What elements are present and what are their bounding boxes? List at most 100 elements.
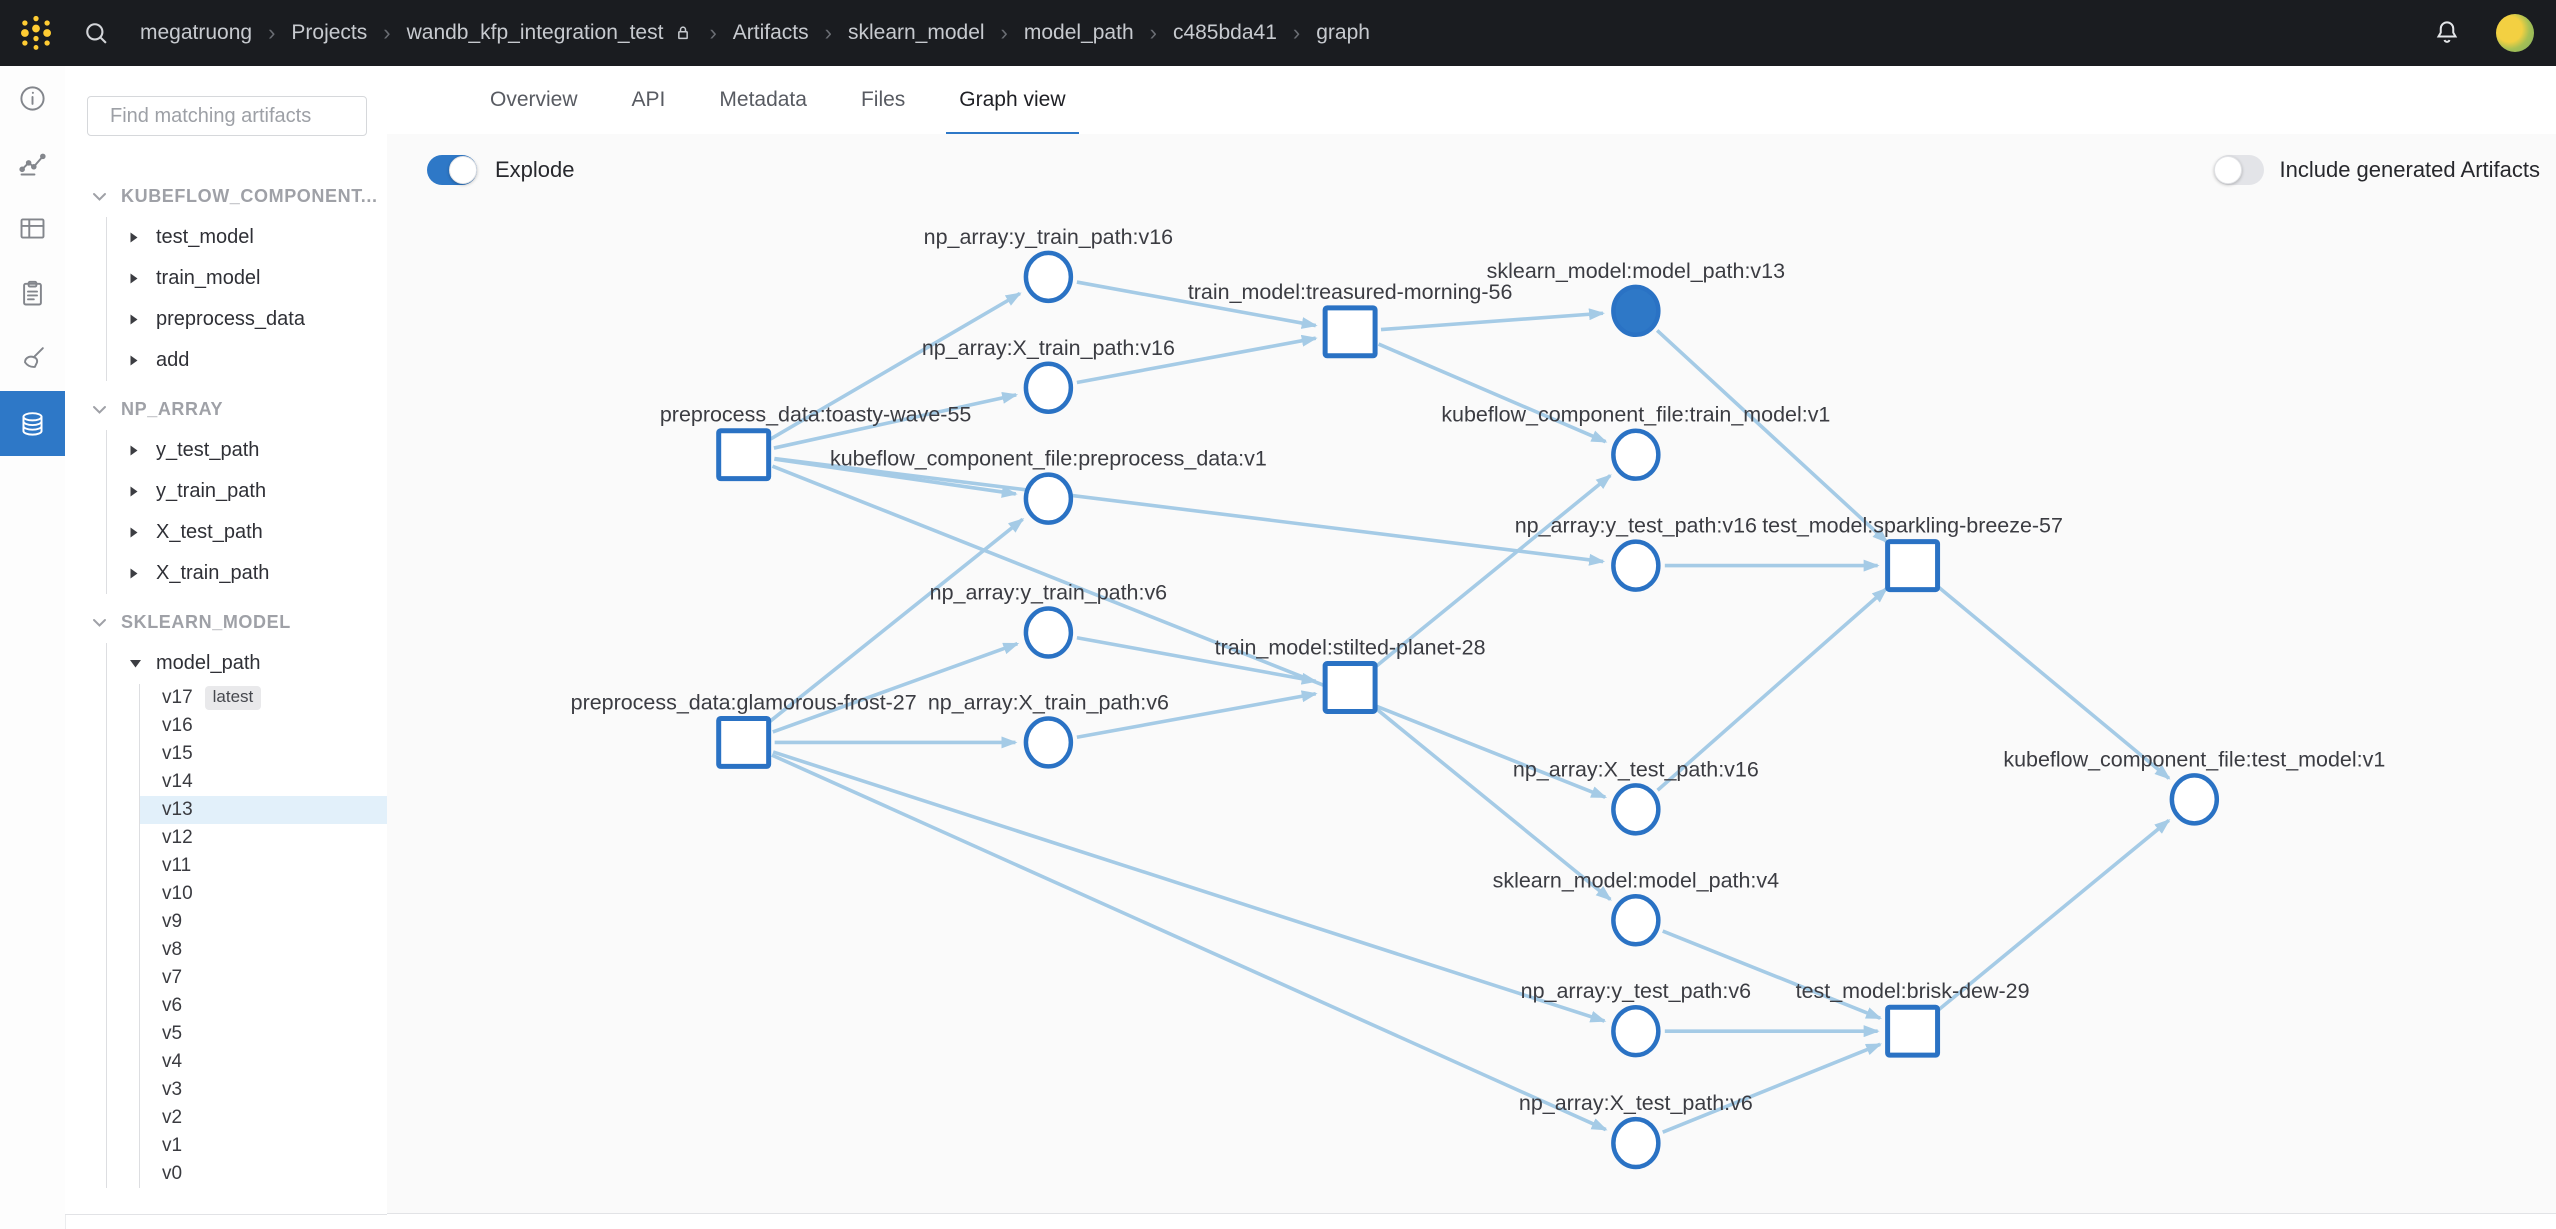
version-row-v1[interactable]: v1	[140, 1132, 387, 1160]
graph-node-y_test6-artifact[interactable]	[1611, 1004, 1661, 1058]
breadcrumb-link[interactable]: wandb_kfp_integration_test	[406, 21, 664, 44]
chevron-down-icon	[92, 192, 107, 202]
tree-item-label: y_train_path	[156, 480, 267, 502]
breadcrumb-link[interactable]: Artifacts	[732, 21, 809, 44]
graph-edge-glamorous-kfc_pre	[766, 517, 1025, 725]
tree-section-label: SKLEARN_MODEL	[121, 612, 291, 632]
graph-node-kfc_pre-artifact[interactable]	[1023, 472, 1074, 525]
artifact-tabs-bar: Overview API Metadata Files Graph view	[387, 66, 2556, 135]
search-icon[interactable]	[82, 19, 110, 47]
tree-item-preprocess_data[interactable]: preprocess_data	[107, 299, 387, 340]
tree-section-label: NP_ARRAY	[121, 399, 224, 419]
breadcrumb: megatruong›Projects›wandb_kfp_integratio…	[140, 20, 1370, 46]
tree-item-y_test_path[interactable]: y_test_path	[107, 430, 387, 471]
rail-item-sweeps[interactable]	[0, 326, 65, 391]
tree-section-header[interactable]: SKLEARN_MODEL	[92, 612, 387, 633]
version-row-v13[interactable]: v13	[140, 796, 387, 824]
graph-node-X_test6-artifact[interactable]	[1611, 1116, 1661, 1170]
graph-node-label: kubeflow_component_file:preprocess_data:…	[830, 447, 1267, 471]
tree-item-train_model[interactable]: train_model	[107, 258, 387, 299]
tree-item-add[interactable]: add	[107, 340, 387, 381]
rail-item-info[interactable]	[0, 66, 65, 131]
tab-files[interactable]: Files	[860, 88, 906, 111]
graph-node-X_train6-artifact[interactable]	[1023, 716, 1074, 769]
version-label: v6	[162, 995, 183, 1016]
artifact-search-input[interactable]	[108, 103, 377, 129]
caret-right-icon	[129, 444, 142, 457]
graph-edge-toasty-X_test16	[771, 464, 1608, 799]
breadcrumb-link[interactable]: graph	[1316, 21, 1370, 44]
wandb-logo[interactable]	[16, 13, 56, 53]
graph-node-stilted-run[interactable]	[1322, 661, 1378, 714]
version-row-v16[interactable]: v16	[140, 712, 387, 740]
latest-badge: latest	[204, 686, 262, 710]
version-row-v9[interactable]: v9	[140, 908, 387, 936]
rail-item-tables[interactable]	[0, 196, 65, 261]
breadcrumb-link[interactable]: c485bda41	[1172, 21, 1277, 44]
version-row-v14[interactable]: v14	[140, 768, 387, 796]
graph-node-y_test16-artifact[interactable]	[1611, 539, 1661, 592]
graph-edge-toasty-y_train16	[769, 291, 1022, 441]
tab-api[interactable]: API	[631, 88, 666, 111]
top-navbar: megatruong›Projects›wandb_kfp_integratio…	[0, 0, 2556, 66]
breadcrumb-link[interactable]: sklearn_model	[847, 21, 985, 44]
version-row-v7[interactable]: v7	[140, 964, 387, 992]
tree-item-y_train_path[interactable]: y_train_path	[107, 471, 387, 512]
tree-item-X_train_path[interactable]: X_train_path	[107, 553, 387, 594]
graph-node-y_train6-artifact[interactable]	[1023, 606, 1074, 659]
rail-item-artifacts[interactable]	[0, 391, 65, 456]
graph-node-label: sklearn_model:model_path:v13	[1487, 259, 1785, 283]
version-row-v10[interactable]: v10	[140, 880, 387, 908]
graph-node-sk4-artifact[interactable]	[1611, 894, 1661, 947]
tree-section-header[interactable]: KUBEFLOW_COMPONENT...	[92, 186, 387, 207]
avatar[interactable]	[2496, 14, 2534, 52]
graph-node-glamorous-run[interactable]	[716, 715, 772, 769]
tab-graph-view[interactable]: Graph view	[932, 66, 1092, 135]
version-row-v12[interactable]: v12	[140, 824, 387, 852]
version-row-v15[interactable]: v15	[140, 740, 387, 768]
version-row-v6[interactable]: v6	[140, 992, 387, 1020]
graph-node-label: preprocess_data:glamorous-frost-27	[571, 690, 917, 714]
graph-node-kfc_test-artifact[interactable]	[2169, 773, 2220, 826]
breadcrumb-link[interactable]: Projects	[291, 21, 368, 44]
tree-item-test_model[interactable]: test_model	[107, 217, 387, 258]
breadcrumb-link[interactable]: model_path	[1023, 21, 1134, 44]
version-row-v3[interactable]: v3	[140, 1076, 387, 1104]
bell-icon[interactable]	[2432, 18, 2462, 48]
rail-item-logs[interactable]	[0, 261, 65, 326]
version-row-v0[interactable]: v0	[140, 1160, 387, 1188]
explode-toggle[interactable]	[427, 155, 477, 185]
rail-item-charts[interactable]	[0, 131, 65, 196]
graph-node-sk13-artifact[interactable]	[1611, 284, 1661, 338]
artifacts-icon	[22, 412, 43, 436]
version-row-v5[interactable]: v5	[140, 1020, 387, 1048]
tree-section-header[interactable]: NP_ARRAY	[92, 399, 387, 420]
version-row-v2[interactable]: v2	[140, 1104, 387, 1132]
graph-node-kfc_train-artifact[interactable]	[1611, 428, 1661, 481]
version-row-v4[interactable]: v4	[140, 1048, 387, 1076]
version-row-v8[interactable]: v8	[140, 936, 387, 964]
include-generated-toggle[interactable]	[2213, 155, 2264, 185]
graph-node-label: np_array:y_train_path:v16	[924, 225, 1173, 249]
version-row-v11[interactable]: v11	[140, 852, 387, 880]
info-icon	[20, 86, 45, 111]
breadcrumb-link[interactable]: megatruong	[140, 21, 253, 44]
graph-node-brisk-run[interactable]	[1885, 1004, 1941, 1058]
tree-item-model_path[interactable]: model_path	[107, 643, 387, 684]
tab-metadata[interactable]: Metadata	[719, 88, 807, 111]
caret-right-icon	[129, 485, 142, 498]
graph-node-treasured-run[interactable]	[1322, 305, 1378, 359]
tab-overview[interactable]: Overview	[490, 88, 578, 111]
version-label: v10	[162, 883, 193, 904]
graph-node-sparkling-run[interactable]	[1885, 539, 1941, 593]
chevron-down-icon	[92, 405, 107, 415]
graph-node-toasty-run[interactable]	[716, 428, 772, 482]
graph-node-X_test16-artifact[interactable]	[1611, 783, 1661, 836]
graph-edge-y_train16-treasured	[1076, 280, 1318, 329]
tree-item-X_test_path[interactable]: X_test_path	[107, 512, 387, 553]
graph-node-X_train16-artifact[interactable]	[1023, 361, 1074, 414]
graph-node-label: np_array:y_train_path:v6	[930, 581, 1168, 605]
tree-item-label: X_test_path	[156, 521, 263, 543]
graph-node-y_train16-artifact[interactable]	[1023, 250, 1074, 304]
